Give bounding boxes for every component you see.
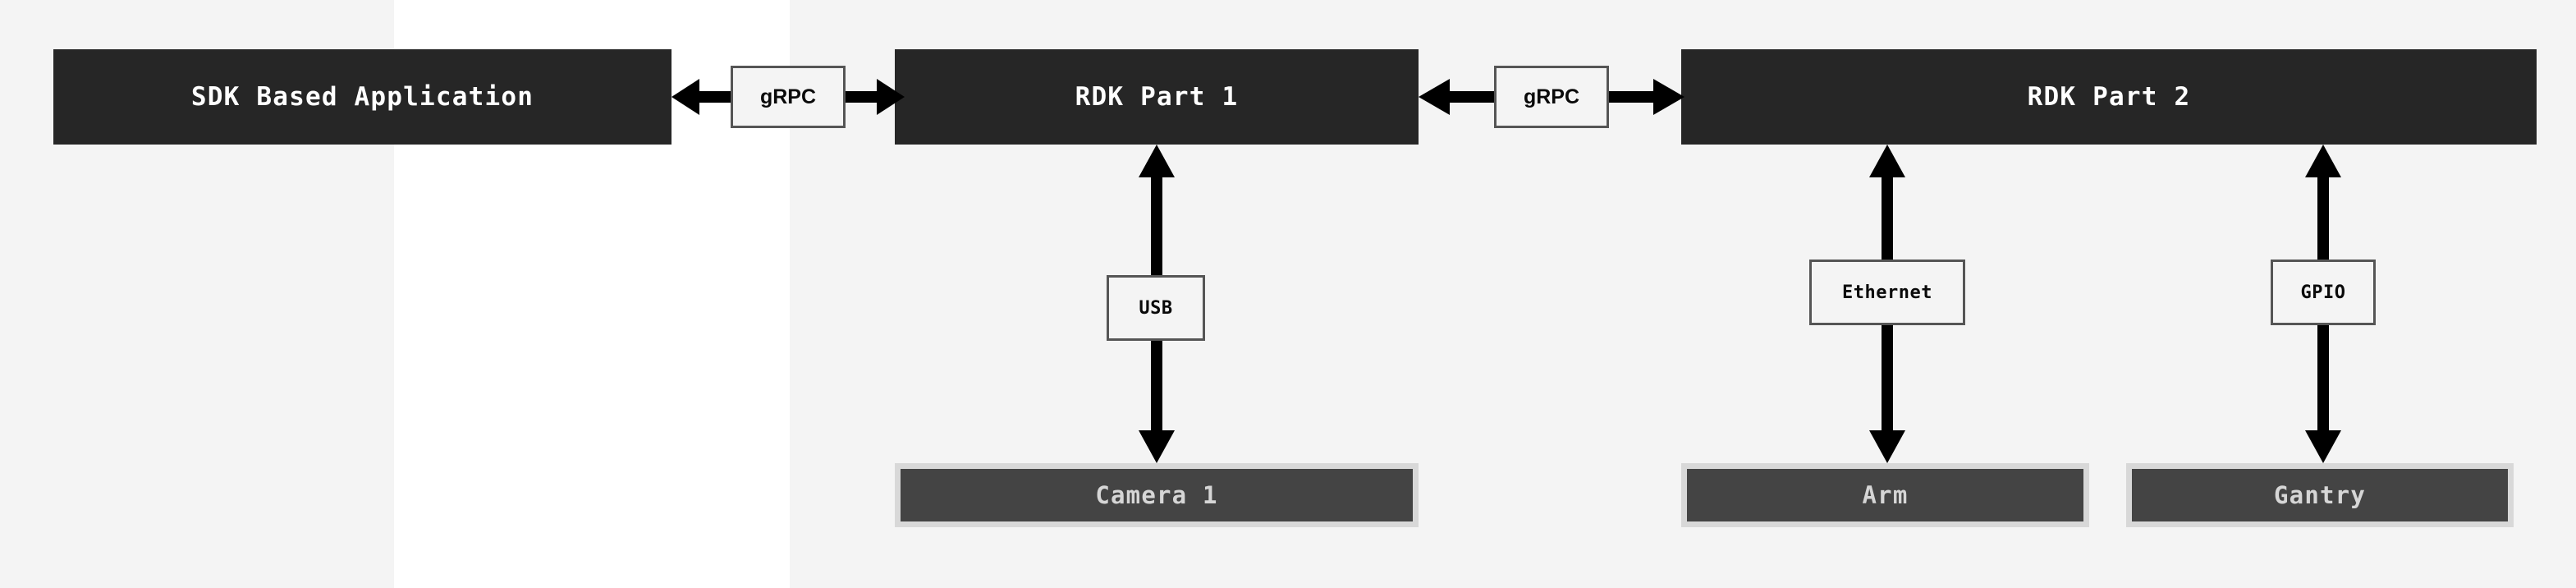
node-sdk-based-application[interactable]: SDK Based Application: [53, 49, 672, 145]
arrow-grpc-1-left: [672, 77, 734, 117]
node-label: Gantry: [2274, 481, 2366, 509]
node-rdk-part-1[interactable]: RDK Part 1: [895, 49, 1419, 145]
edge-label-text: gRPC: [759, 85, 817, 108]
arrow-grpc-2-right: [1606, 77, 1684, 117]
node-label: RDK Part 2: [2027, 82, 2191, 112]
edge-label-usb[interactable]: USB: [1107, 275, 1205, 341]
node-arm-inner: Arm: [1687, 469, 2083, 521]
node-gantry[interactable]: Gantry: [2126, 463, 2514, 527]
edge-label-text: USB: [1139, 297, 1173, 319]
edge-label-grpc-2[interactable]: gRPC: [1494, 66, 1609, 128]
node-label: Camera 1: [1095, 481, 1218, 509]
edge-label-gpio[interactable]: GPIO: [2271, 260, 2376, 325]
node-arm[interactable]: Arm: [1681, 463, 2089, 527]
node-label: SDK Based Application: [190, 82, 534, 112]
edge-label-text: GPIO: [2300, 282, 2346, 303]
node-gantry-inner: Gantry: [2132, 469, 2508, 521]
node-label: RDK Part 1: [1075, 82, 1239, 112]
node-camera-1[interactable]: Camera 1: [895, 463, 1419, 527]
arrow-grpc-1-right: [842, 77, 905, 117]
node-label: Arm: [1862, 481, 1909, 509]
edge-label-ethernet[interactable]: Ethernet: [1809, 260, 1965, 325]
node-camera-1-inner: Camera 1: [901, 469, 1413, 521]
edge-label-text: gRPC: [1523, 85, 1580, 108]
edge-label-text: Ethernet: [1842, 282, 1932, 303]
node-rdk-part-2[interactable]: RDK Part 2: [1681, 49, 2537, 145]
edge-label-grpc-1[interactable]: gRPC: [731, 66, 846, 128]
arrow-grpc-2-left: [1419, 77, 1497, 117]
